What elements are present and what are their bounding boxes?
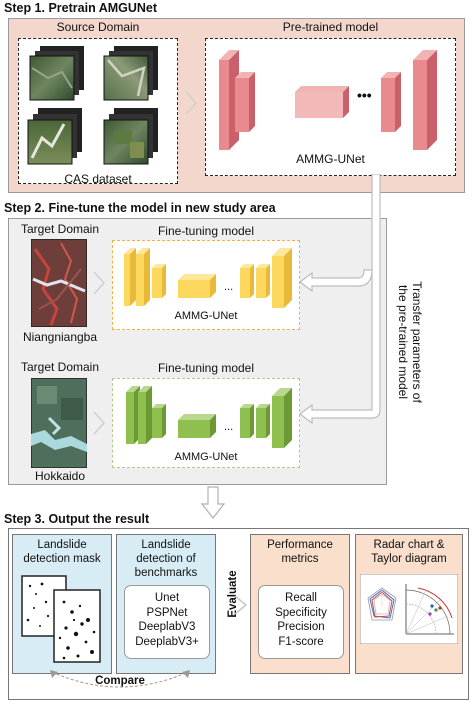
green-block-4 [240,404,254,438]
benchmarks-list: Unet PSPNet DeeplabV3 DeeplabV3+ [124,591,210,649]
yellow-block-3 [152,264,166,298]
green-block-5 [256,404,270,438]
chevron-right-icon [93,271,106,295]
benchmark-item: DeeplabV3+ [135,635,199,648]
benchmarks-list-box [124,585,210,659]
green-block-6 [272,388,292,448]
network-1-label: AMMG-UNet [174,310,238,322]
cas-dataset-label: CAS dataset [64,172,132,186]
site-2-label: Hokkaido [34,469,86,483]
bottleneck-block [295,86,349,118]
encoder-block-2 [235,72,255,132]
step3-title: Step 3. Output the result [4,512,150,526]
green-block-3 [152,404,166,438]
yellow-block-1 [124,248,136,306]
step1-title: Step 1. Pretrain AMGUNet [4,1,158,15]
dataset-tile-stack-4 [103,108,158,165]
cas-dataset-images [27,46,158,165]
ammg-unet-pretrained-diagram: ••• [219,50,437,150]
dataset-tile-stack-2 [103,46,158,101]
ellipsis: ••• [357,87,372,103]
source-domain-label: Source Domain [56,20,140,34]
taylor-diagram-icon [405,584,454,635]
ellipsis: ... [224,421,233,433]
chevron-right-icon [234,595,248,615]
benchmark-item: Unet [154,592,180,604]
finetune-model-1-label: Fine-tuning model [157,224,255,238]
transfer-label: Transfer parameters of the pre-trained m… [390,250,424,420]
chevron-right-icon [185,91,198,115]
target-domain-1-label: Target Domain [20,222,100,236]
metric-item: Precision [277,621,325,633]
transfer-line-1: Transfer parameters of [410,281,424,403]
step2-title: Step 2. Fine-tune the model in new study… [4,201,276,215]
target-domain-2-label: Target Domain [20,360,100,374]
dataset-tile-stack-1 [29,46,84,101]
transfer-line-2: the pre-trained model [396,284,410,400]
decoder-block-2 [413,50,437,150]
metrics-list: Recall Specificity Precision F1-score [258,591,344,649]
metric-item: F1-score [278,635,324,648]
finetune-model-2-label: Fine-tuning model [157,361,255,375]
yellow-block-5 [256,264,270,298]
landslide-mask-images [21,575,101,663]
metrics-title: Performance metrics [267,539,333,565]
green-block-2 [138,386,152,444]
compare-arrow [50,670,190,688]
metric-item: Recall [285,592,317,604]
transfer-arrows [299,174,381,424]
hokkaido-image [31,378,87,468]
chevron-right-icon [93,411,106,435]
ammg-unet-yellow-diagram: ... [124,248,292,308]
radar-chart-icon [367,587,397,621]
benchmark-item: PSPNet [146,606,188,619]
niangniangba-image [31,239,87,327]
yellow-bottleneck [178,274,216,298]
ellipsis: ... [224,281,233,293]
green-block-1 [126,386,140,444]
pretrained-network-label: AMMG-UNet [296,152,365,166]
ammg-unet-green-diagram: ... [126,386,292,448]
yellow-block-6 [272,248,292,308]
benchmark-item: DeeplabV3 [138,621,196,633]
radar-title: Radar chart & Taylor diagram [371,539,447,565]
yellow-block-2 [136,248,150,306]
pretrained-model-label: Pre-trained model [282,20,379,34]
benchmarks-title: Landslide detection of benchmarks [134,539,198,579]
yellow-block-4 [240,264,254,298]
mask-title: Landslide detection mask [23,539,101,565]
site-1-label: Niangniangba [22,330,98,344]
down-arrow-icon [200,486,226,519]
radar-taylor-thumbnail [360,574,458,644]
decoder-block-1 [381,72,401,132]
network-2-label: AMMG-UNet [174,451,238,463]
metrics-list-box [258,585,344,659]
dataset-tile-stack-3 [27,108,82,165]
metric-item: Specificity [275,606,327,619]
green-bottleneck [178,414,216,438]
compare-label: Compare [95,675,145,687]
